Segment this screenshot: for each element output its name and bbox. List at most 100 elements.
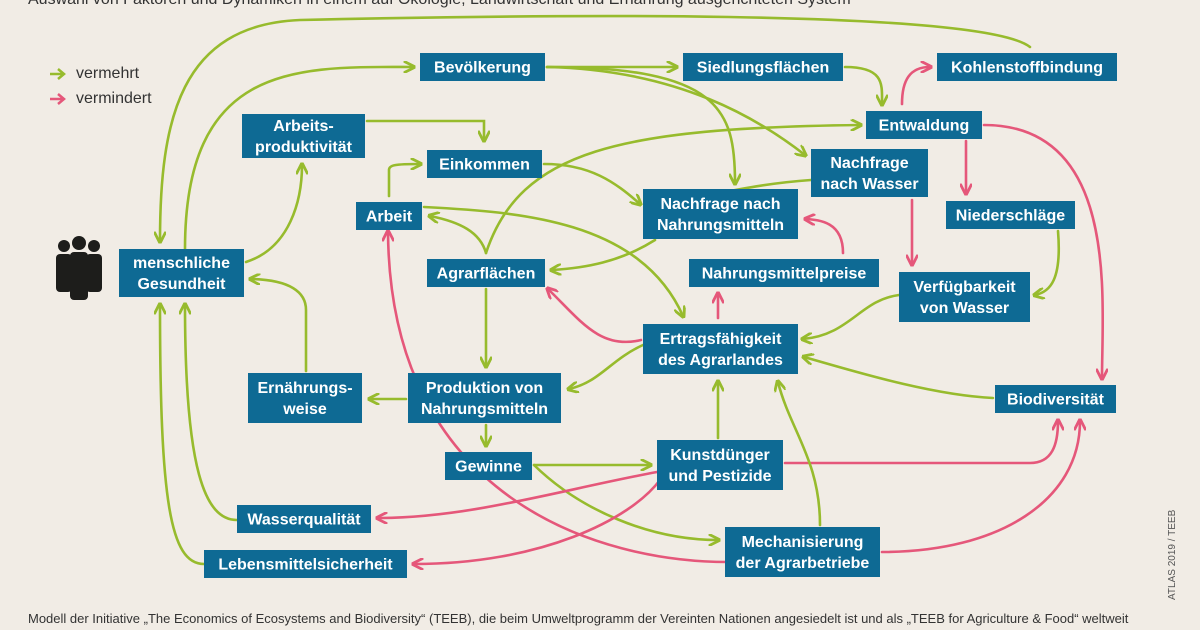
node-box: [427, 150, 542, 178]
node-label: Mechanisierung: [742, 534, 864, 551]
node-box: [899, 272, 1030, 322]
node-label: und Pestizide: [668, 468, 771, 485]
arrow-niederschlaege-verfuegbarkeit: [1035, 229, 1061, 295]
node-preise: Nahrungsmittelpreise: [689, 259, 879, 287]
arrow-verfuegbarkeit-ertrag: [803, 293, 901, 339]
arrow-kohlenstoff-gesundheit: [160, 14, 1032, 241]
node-siedlung: Siedlungsflächen: [683, 53, 843, 81]
legend-decrease-label: vermindert: [76, 90, 152, 107]
node-label: Arbeit: [366, 209, 413, 226]
node-label: Nachfrage: [830, 155, 908, 172]
node-box: [643, 324, 798, 374]
node-agrarflaechen: Agrarflächen: [427, 259, 545, 287]
node-mechanisierung: Mechanisierung der Agrarbetriebe: [725, 527, 880, 577]
arrow-mechanisierung-biodiversitaet: [880, 421, 1080, 554]
node-label: Kohlenstoffbindung: [951, 60, 1103, 77]
node-box: [937, 53, 1117, 81]
node-label: Biodiversität: [1007, 392, 1105, 409]
arrow-gewinne-mechanisierung: [532, 463, 718, 540]
arrow-wasserqualitaet-gesundheit: [185, 305, 239, 522]
node-label: Wasserqualität: [247, 512, 361, 529]
node-bevoelkerung: Bevölkerung: [420, 53, 545, 81]
arrow-bevoelkerung-nachfrage-wasser: [545, 65, 805, 155]
node-label: Gesundheit: [137, 276, 226, 293]
node-box: [445, 452, 532, 480]
node-biodiversitaet: Biodiversität: [995, 385, 1116, 413]
node-label: Arbeits-: [273, 118, 333, 135]
arrow-bevoelkerung-nachfrage-nahrung: [545, 65, 735, 183]
arrow-nachfrage-nahrung-agrarflaechen: [552, 238, 657, 270]
node-label: Ertragsfähigkeit: [660, 331, 782, 348]
arrow-mechanisierung-arbeit: [388, 232, 730, 564]
node-label: Gewinne: [455, 459, 522, 476]
arrow-gesundheit-bevoelkerung: [183, 67, 413, 251]
node-label: Siedlungsflächen: [697, 60, 829, 77]
node-box: [119, 249, 244, 297]
node-label: Nahrungsmittelpreise: [702, 266, 867, 283]
arrow-ernaehrung-gesundheit: [251, 279, 308, 373]
arrow-arbeitsprod-einkommen: [365, 119, 484, 140]
node-box: [356, 202, 422, 230]
node-wasserqualitaet: Wasserqualität: [237, 505, 371, 533]
footer-text: Modell der Initiative „The Economics of …: [28, 611, 1129, 626]
credit-text: ATLAS 2019 / TEEB: [1167, 509, 1178, 600]
node-label: Verfügbarkeit: [913, 279, 1016, 296]
arrow-arbeit-einkommen: [387, 164, 420, 198]
node-gewinne: Gewinne: [445, 452, 532, 480]
arrow-kunstduenger-wasserqualitaet: [378, 470, 659, 518]
legend-increase-label: vermehrt: [76, 65, 140, 82]
arrow-entwaldung-biodiversitaet: [982, 123, 1103, 378]
node-box: [689, 259, 879, 287]
node-box: [683, 53, 843, 81]
node-label: von Wasser: [920, 300, 1009, 317]
node-label: menschliche: [133, 255, 230, 272]
node-label: weise: [282, 401, 327, 418]
node-verfuegbarkeit: Verfügbarkeit von Wasser: [899, 272, 1030, 322]
arrow-biodiversitaet-ertrag: [804, 357, 995, 400]
node-einkommen: Einkommen: [427, 150, 542, 178]
node-label: Nahrungsmitteln: [421, 401, 548, 418]
green-arrow-icon: [50, 68, 66, 80]
node-label: Nachfrage nach: [660, 196, 780, 213]
pink-arrow-icon: [50, 93, 66, 105]
node-box: [811, 149, 928, 197]
node-label: der Agrarbetriebe: [736, 555, 870, 572]
node-niederschlaege: Niederschläge: [946, 201, 1075, 229]
node-box: [995, 385, 1116, 413]
node-box: [657, 440, 783, 490]
node-box: [946, 201, 1075, 229]
arrow-kunstduenger-lebensmittel: [414, 478, 662, 564]
header-text: Auswahl von Faktoren und Dynamiken in ei…: [28, 0, 851, 9]
node-box: [420, 53, 545, 81]
node-arbeitsprod: Arbeits-produktivität: [242, 114, 365, 158]
arrow-ertrag-agrarflaechen: [548, 289, 643, 344]
node-label: des Agrarlandes: [658, 352, 783, 369]
legend-increase: vermehrt: [48, 65, 139, 83]
node-label: Einkommen: [439, 157, 530, 174]
node-label: Ernährungs-: [257, 380, 352, 397]
node-box: [242, 114, 365, 158]
node-label: Agrarflächen: [437, 266, 536, 283]
legend-decrease: vermindert: [48, 90, 152, 108]
node-box: [643, 189, 798, 239]
people-group-icon: [56, 236, 102, 300]
arrow-preise-nachfrage-nahrung: [806, 219, 845, 255]
arrow-entwaldung-kohlenstoff: [900, 67, 930, 106]
node-kohlenstoff: Kohlenstoffbindung: [937, 53, 1117, 81]
node-label: Produktion von: [426, 380, 543, 397]
arrow-ertrag-produktion: [569, 343, 645, 389]
arrow-agrarflaechen-arbeit: [430, 216, 488, 255]
node-box: [408, 373, 561, 423]
node-box: [237, 505, 371, 533]
node-ernaehrung: Ernährungs-weise: [248, 373, 362, 423]
node-label: Nahrungsmitteln: [657, 217, 784, 234]
node-label: produktivität: [255, 139, 353, 156]
node-box: [204, 550, 407, 578]
node-arbeit: Arbeit: [356, 202, 422, 230]
node-label: nach Wasser: [820, 176, 918, 193]
arrow-agrarflaechen-entwaldung: [484, 125, 860, 255]
